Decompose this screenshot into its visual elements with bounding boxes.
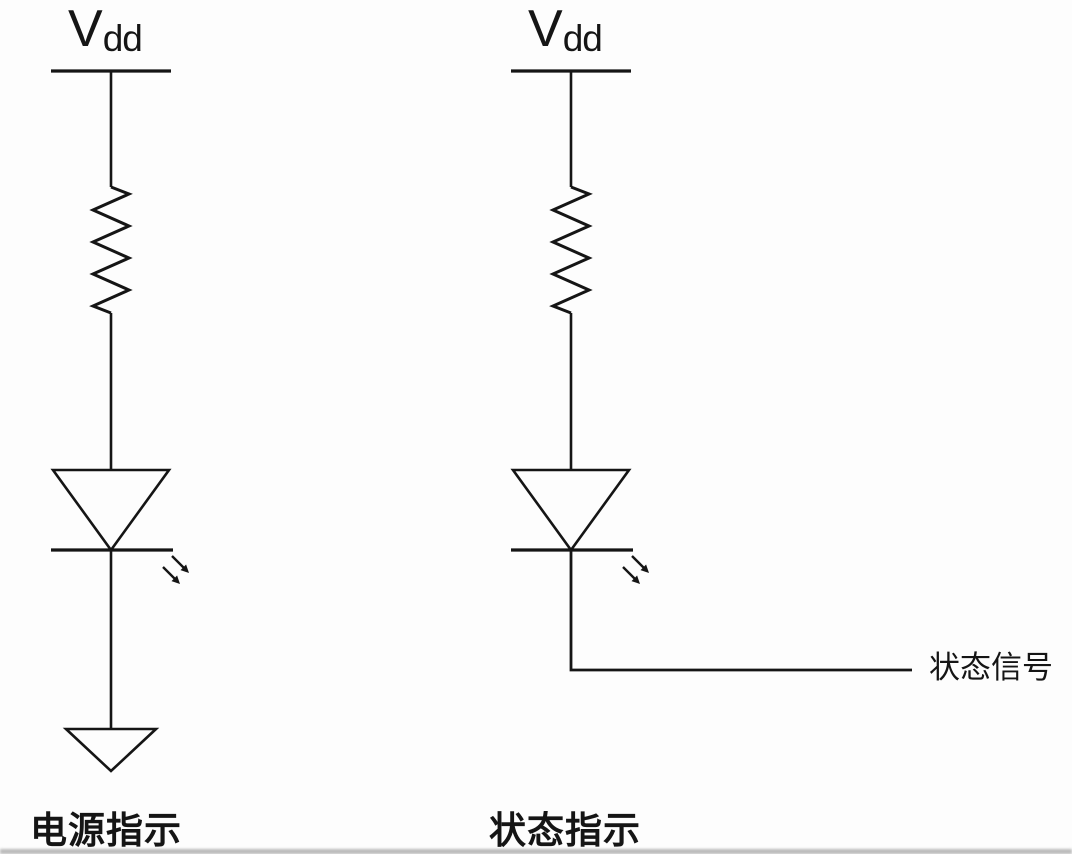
vdd-subscript-text: dd [102, 18, 143, 59]
vdd-label-left: Vdd [68, 0, 143, 59]
diode-triangle [510, 468, 632, 553]
power-indicator-circuit [50, 69, 189, 773]
vdd-main-text: V [68, 0, 103, 58]
vdd-label-right: Vdd [528, 0, 603, 59]
led-light-arrows-icon [162, 555, 189, 584]
resistor-icon [549, 185, 593, 315]
diode-triangle [50, 468, 172, 553]
led-icon [510, 468, 649, 584]
caption-status-indicator: 状态指示 [489, 810, 641, 851]
led-icon [50, 468, 189, 584]
caption-power-indicator: 电源指示 [30, 810, 182, 851]
vdd-main-text: V [528, 0, 563, 58]
led-light-arrows-icon [622, 555, 649, 584]
resistor-icon [89, 185, 133, 315]
vdd-subscript-text: dd [562, 18, 603, 59]
status-indicator-circuit [510, 69, 912, 672]
ground-icon [62, 727, 160, 773]
status-signal-label: 状态信号 [929, 650, 1053, 685]
signal-wire [569, 550, 912, 672]
